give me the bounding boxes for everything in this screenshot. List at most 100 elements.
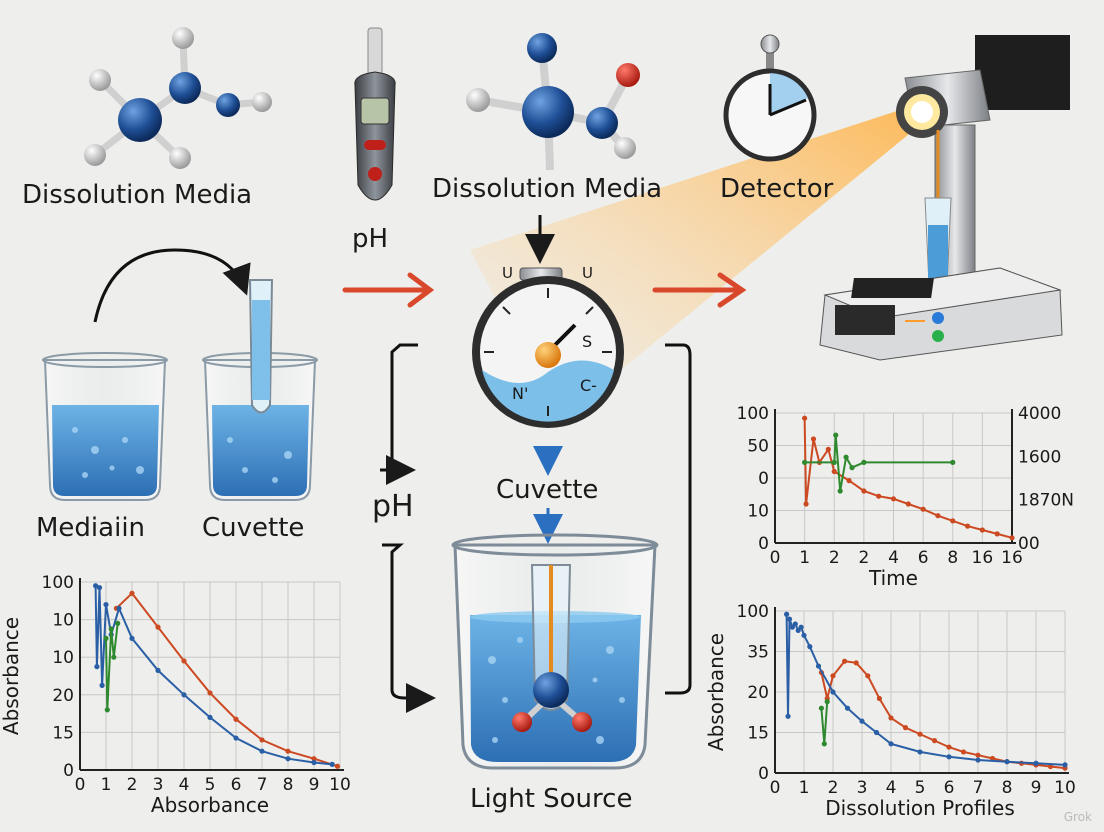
data-point [830, 689, 836, 695]
y-tick-label: 35 [747, 643, 769, 663]
x-tick-label: 3 [857, 778, 868, 798]
series-line-1 [94, 585, 333, 766]
data-point [920, 506, 926, 512]
data-point [833, 432, 839, 438]
data-point [104, 707, 110, 713]
label-ph-top: pH [352, 224, 389, 254]
y-tick-label: 0 [758, 764, 769, 784]
label-dissolution-media-left: Dissolution Media [22, 180, 253, 210]
transfer-arrow-icon [93, 248, 251, 323]
x-tick-label: 8 [1002, 778, 1013, 798]
data-point [873, 729, 880, 736]
x-tick-label: 16 [1001, 548, 1023, 568]
data-point [94, 664, 100, 670]
data-point [99, 682, 105, 688]
data-point [785, 713, 791, 719]
data-point [116, 605, 122, 611]
x-tick-label: 16 [972, 548, 994, 568]
data-point [975, 757, 981, 763]
beaker-light-source-icon [451, 533, 659, 770]
watermark: Grok [1063, 810, 1092, 824]
ph-meter-icon [354, 27, 396, 201]
series-line-0 [115, 591, 338, 768]
data-point [784, 611, 790, 617]
data-point [1062, 762, 1068, 768]
data-point [115, 620, 121, 626]
x-tick-label: 4 [179, 775, 190, 795]
y-tick-label: 20 [747, 683, 769, 703]
data-point [946, 754, 952, 760]
x-tick-label: 2 [858, 548, 869, 568]
data-point [905, 501, 911, 507]
y-tick-label: 0 [758, 469, 769, 489]
stopwatch-icon [723, 34, 817, 162]
x-tick-label: 6 [231, 775, 242, 795]
data-point [865, 673, 871, 679]
data-point [155, 667, 161, 673]
data-point [917, 731, 923, 737]
y-tick-label: 100 [737, 404, 769, 424]
y-tick-label: 10 [52, 648, 74, 668]
data-point [329, 761, 335, 767]
x-axis-label: Absorbance [151, 793, 269, 817]
data-point [96, 585, 103, 591]
y-axis-label: Absorbance [0, 617, 23, 735]
data-point [994, 531, 1000, 537]
data-point [853, 660, 859, 666]
x-tick-label: 2 [828, 778, 839, 798]
data-point [861, 488, 867, 494]
data-point [259, 737, 265, 743]
timer-label-u-right: U [582, 264, 593, 282]
bracket-left-icon [380, 343, 436, 713]
data-point [111, 654, 117, 660]
x-tick-label: 6 [944, 778, 955, 798]
data-point [824, 699, 830, 705]
data-point [946, 744, 952, 750]
data-point [890, 496, 897, 502]
data-point [876, 695, 882, 702]
series-line-1 [785, 614, 1066, 766]
data-point [843, 454, 849, 460]
data-point [259, 748, 265, 754]
data-point [801, 632, 807, 638]
x-tick-label: 1 [799, 548, 810, 568]
data-point [825, 446, 831, 452]
data-point [129, 590, 135, 596]
data-point [842, 658, 848, 664]
data-point [233, 735, 239, 741]
data-point [989, 755, 996, 762]
data-point [207, 714, 213, 720]
series-line-0 [820, 660, 1066, 770]
data-point [807, 644, 813, 650]
series-line-1 [804, 435, 953, 492]
data-point [1033, 760, 1039, 766]
x-tick-label: 4 [888, 548, 899, 568]
x-tick-label: 2 [127, 775, 138, 795]
y-tick-label: 10 [747, 502, 769, 522]
label-cuvette-left: Cuvette [202, 513, 305, 543]
x-tick-label: 1 [799, 778, 810, 798]
x-tick-label: 7 [973, 778, 984, 798]
data-point [821, 741, 827, 747]
data-point [960, 749, 967, 755]
data-point [902, 725, 909, 731]
y-tick-label-right: 4000 [1018, 404, 1061, 424]
data-point [888, 741, 894, 747]
data-point [831, 468, 837, 475]
beaker-media-icon [42, 352, 168, 501]
data-point [285, 756, 291, 762]
molecule-left-atoms [84, 27, 272, 169]
data-point [844, 705, 851, 711]
data-point [815, 663, 822, 669]
data-point [1004, 759, 1010, 765]
x-tick-label: 5 [915, 778, 926, 798]
y-tick-label: 0 [63, 761, 74, 781]
data-point [311, 759, 317, 766]
data-point [103, 635, 109, 641]
data-point [846, 478, 852, 484]
data-point [810, 436, 817, 442]
data-point [93, 583, 99, 589]
